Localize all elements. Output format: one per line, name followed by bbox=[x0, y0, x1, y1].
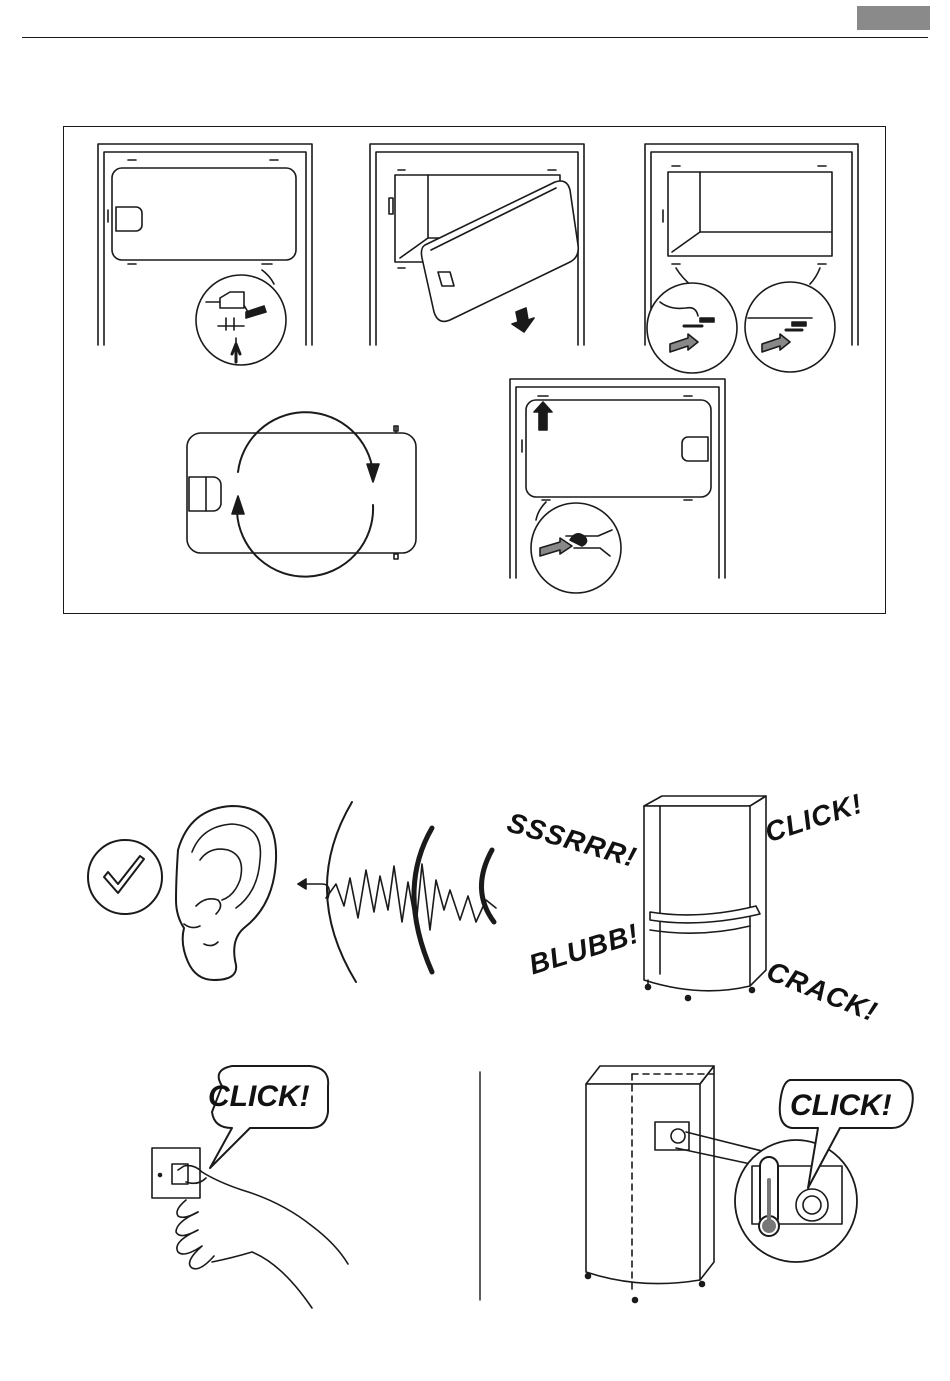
step-remove-hinge-illustration bbox=[98, 144, 312, 365]
step-refit-door-illustration bbox=[510, 379, 725, 593]
thermostat-click-bubble-text: CLICK! bbox=[790, 1089, 892, 1123]
step-lift-door-illustration bbox=[370, 144, 584, 345]
step-move-pins-illustration bbox=[645, 144, 858, 373]
step-rotate-door-illustration bbox=[187, 412, 416, 576]
normal-noise-illustration bbox=[88, 802, 496, 982]
fridge-noise-illustration bbox=[644, 796, 766, 1001]
switch-click-bubble-text: CLICK! bbox=[208, 1080, 310, 1114]
